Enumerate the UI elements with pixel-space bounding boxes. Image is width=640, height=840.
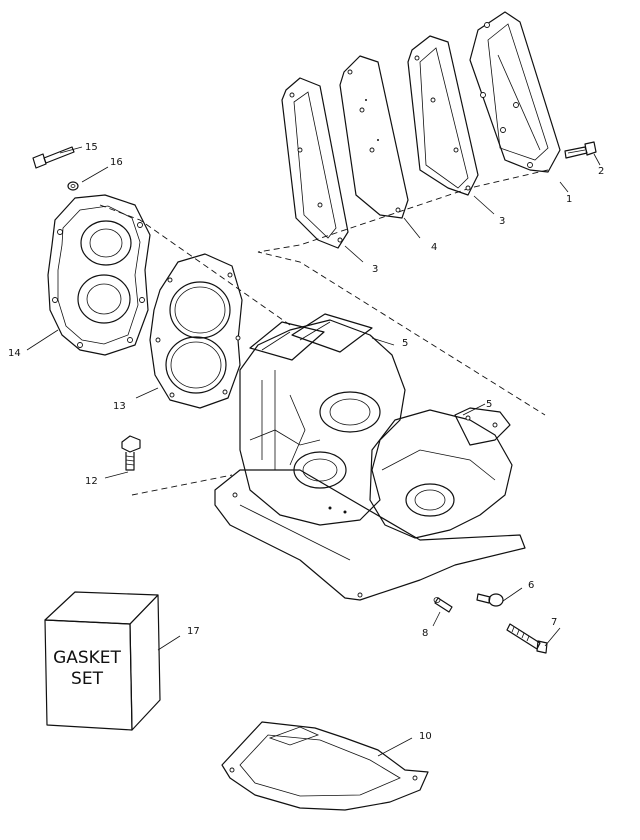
exhaust-gasket-part [339, 55, 409, 219]
leader-lines [26, 146, 601, 757]
gasket-box-label-line1: GASKET [53, 648, 121, 668]
exhaust-plate-part [407, 35, 479, 196]
cover-bolt-part [564, 141, 597, 159]
dowel-pin-part [433, 597, 453, 613]
callout-14: 14 [8, 348, 21, 359]
callout-12: 12 [85, 476, 98, 487]
callout-17: 17 [187, 626, 200, 637]
cylinder-head-part [47, 194, 151, 356]
screw-part [506, 623, 548, 654]
callout-3-right: 3 [499, 216, 505, 227]
callout-13: 13 [113, 401, 126, 412]
inner-exhaust-plate-part [281, 77, 349, 249]
callout-7: 7 [551, 617, 557, 628]
head-bolt-part [32, 146, 75, 169]
callout-4: 4 [431, 242, 437, 253]
callout-labels: 1 2 3 3 4 5 5 6 7 8 10 12 13 14 15 16 17 [8, 142, 604, 742]
callout-6: 6 [528, 580, 534, 591]
alignment-lines [99, 169, 549, 496]
exhaust-cover-part [469, 11, 561, 173]
callout-2: 2 [598, 166, 604, 177]
washer-part [67, 181, 79, 191]
block-bolt-part [121, 435, 141, 471]
callout-5-right: 5 [486, 399, 492, 410]
gasket-set-box-part: GASKET SET [44, 591, 161, 731]
callout-5-top: 5 [402, 338, 408, 349]
callout-16: 16 [110, 157, 123, 168]
callout-3-left: 3 [372, 264, 378, 275]
drain-bolt-part [476, 593, 504, 607]
callout-10: 10 [419, 731, 432, 742]
cylinder-block-part [214, 313, 526, 601]
gasket-box-label-line2: SET [71, 669, 104, 689]
callout-8: 8 [422, 628, 428, 639]
crankcase-gasket-part [221, 721, 429, 811]
callout-15: 15 [85, 142, 98, 153]
head-gasket-part [149, 253, 243, 409]
callout-1: 1 [566, 194, 572, 205]
